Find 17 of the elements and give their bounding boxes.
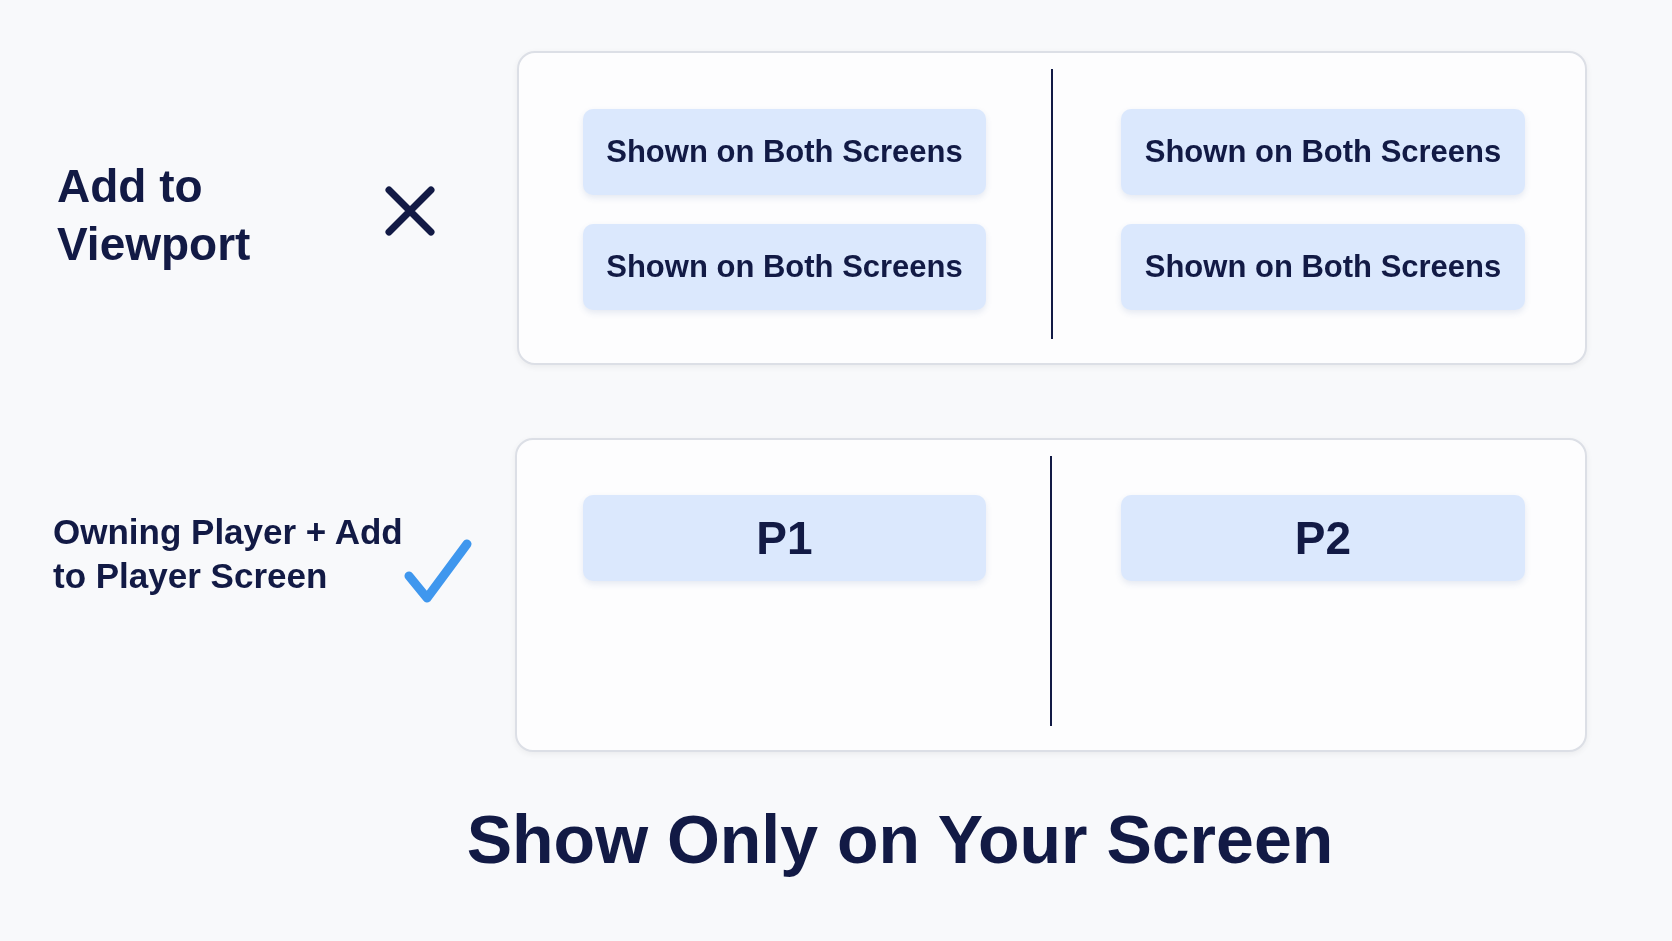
screen-box	[583, 109, 986, 195]
row-label: Owning Player + Add to Player Screen	[53, 511, 403, 597]
title: Show Only on Your Screen	[465, 800, 1335, 878]
box-label: Shown on Both Screens	[606, 134, 963, 170]
box-label: Shown on Both Screens	[1144, 249, 1502, 285]
player-tag	[1121, 495, 1525, 581]
row-label: Add to Viewport	[57, 159, 252, 272]
box-label: Shown on Both Screens	[1144, 134, 1502, 170]
player-label: P1	[756, 511, 813, 565]
box-label: Shown on Both Screens	[606, 249, 963, 285]
player-tag	[583, 495, 986, 581]
panel-box	[517, 51, 1587, 365]
screen-box	[1121, 109, 1525, 195]
player-label: P2	[1294, 511, 1352, 565]
panel-box	[515, 438, 1587, 752]
screen-box	[1121, 224, 1525, 310]
screen-box	[583, 224, 986, 310]
